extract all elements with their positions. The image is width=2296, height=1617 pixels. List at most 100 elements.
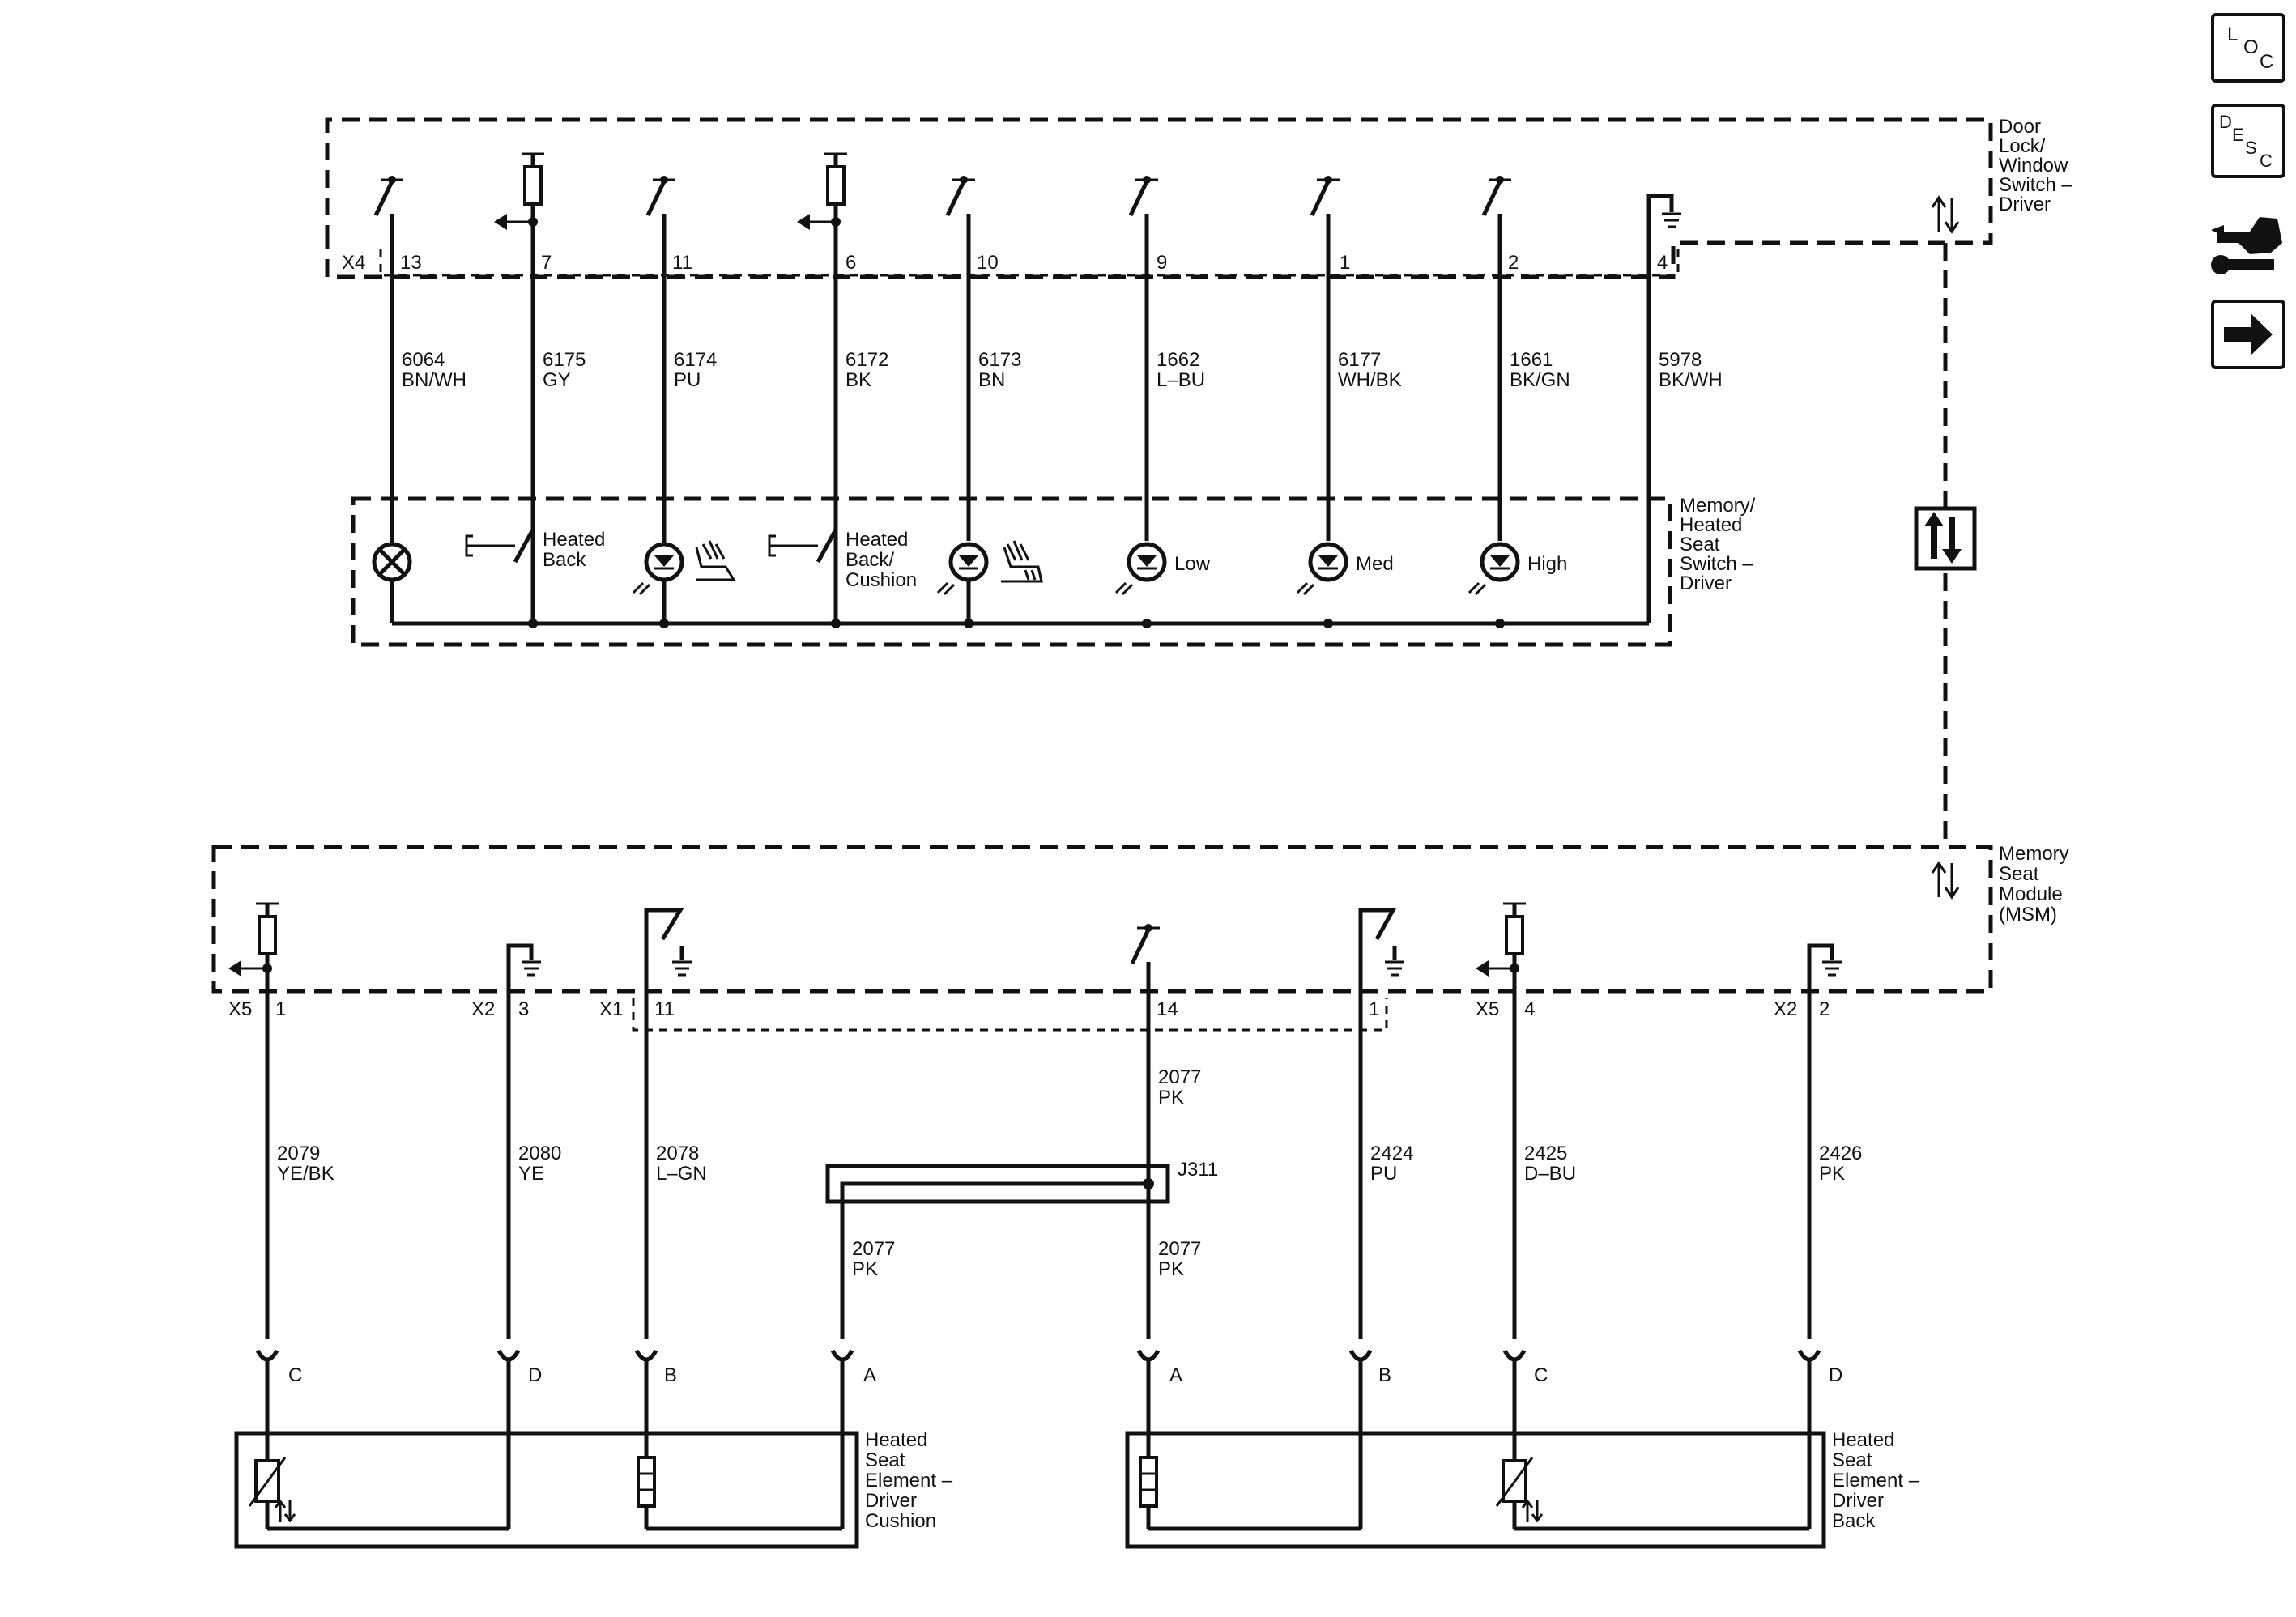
- connector-label: X2: [471, 998, 495, 1020]
- door-switch-name-2: Lock/: [1999, 135, 2046, 157]
- wire-color: PU: [674, 369, 701, 391]
- wire-circuit: 1661: [1510, 349, 1553, 371]
- desc-letter-4: C: [2260, 151, 2273, 171]
- msm-pins: X5 1 X2 3 X1 11 14 1 X5 4 X2 2: [228, 998, 1830, 1020]
- pin-label: 4: [1657, 252, 1668, 274]
- pin-label: 2: [1508, 252, 1519, 274]
- led-icon: [936, 542, 989, 623]
- memory-switch-name-3: Seat: [1680, 534, 1720, 555]
- wire-color: BN: [978, 369, 1005, 391]
- wire-circuit: 2426: [1819, 1143, 1862, 1164]
- heated-back-cushion-label-2: Back/: [846, 549, 894, 571]
- msm-name-2: Seat: [1999, 863, 2039, 885]
- pin-label: 10: [977, 252, 999, 274]
- low-side-driver-icon: [1358, 908, 1404, 991]
- thermistor-icon: [248, 1457, 296, 1523]
- serial-data-link: [1914, 243, 1977, 847]
- wire-color: PK: [1819, 1163, 1845, 1185]
- pin-label: 1: [275, 998, 286, 1020]
- led-icon: [632, 542, 684, 623]
- cushion-name-1: Heated: [865, 1429, 927, 1451]
- loc-button[interactable]: L O C: [2211, 13, 2285, 83]
- wire-color: PK: [852, 1258, 878, 1280]
- terminal-label: A: [863, 1364, 876, 1386]
- heated-back-label-1: Heated: [543, 529, 605, 551]
- ground-icon: [1807, 943, 1842, 991]
- connector-tool-icon[interactable]: [2211, 217, 2282, 274]
- wire-color: GY: [543, 369, 571, 391]
- bidirectional-data-icon: [1924, 512, 1962, 564]
- pin-label: 3: [518, 998, 529, 1020]
- desc-letter-3: S: [2245, 138, 2257, 158]
- desc-letter-2: E: [2232, 125, 2244, 145]
- door-switch-internals: [376, 152, 1681, 243]
- wire-circuit: 6172: [846, 349, 888, 371]
- next-arrow-button[interactable]: [2211, 300, 2285, 369]
- pin-label: 6: [846, 252, 856, 274]
- low-label: Low: [1174, 553, 1211, 575]
- serial-data-arrows-icon: [1931, 195, 1960, 234]
- ground-icon: [506, 943, 541, 991]
- door-switch-name-5: Driver: [1999, 194, 2051, 215]
- pullup-resistor-icon: [494, 152, 544, 230]
- door-switch-connector: X4: [342, 252, 365, 274]
- low-side-driver-icon: [644, 908, 692, 991]
- wire-color: L–GN: [656, 1163, 707, 1185]
- pin-label: 9: [1157, 252, 1167, 274]
- loc-letter-2: O: [2243, 36, 2259, 58]
- splice-name: J311: [1178, 1159, 1218, 1181]
- led-high-icon: High: [1467, 542, 1567, 596]
- connector-label: X5: [1476, 998, 1499, 1020]
- memory-switch-name-1: Memory/: [1680, 495, 1756, 517]
- pin-label: 11: [654, 998, 675, 1020]
- wire-circuit: 2077: [1158, 1238, 1201, 1260]
- door-switch-component: Door Lock/ Window Switch – Driver X4: [325, 116, 2072, 279]
- wire-color: PU: [1370, 1163, 1397, 1185]
- wire-color: BK: [846, 369, 871, 391]
- wire-circuit: 6174: [674, 349, 717, 371]
- desc-button[interactable]: D E S C: [2211, 104, 2285, 178]
- cushion-name-3: Element –: [865, 1470, 953, 1491]
- cushion-name-4: Driver: [865, 1490, 917, 1512]
- pin-label: 1: [1369, 998, 1379, 1020]
- pin-label: 2: [1819, 998, 1830, 1020]
- terminal-label: A: [1169, 1364, 1182, 1386]
- memory-switch-name-4: Switch –: [1680, 553, 1753, 575]
- wire-circuit: 2078: [656, 1143, 699, 1164]
- splice-j311: J311: [825, 1159, 1218, 1339]
- wire-circuit: 2079: [277, 1143, 320, 1164]
- back-name-1: Heated: [1832, 1429, 1894, 1451]
- wire-circuit: 5978: [1659, 349, 1702, 371]
- memory-seat-module-component: Memory Seat Module (MSM): [211, 843, 2069, 1032]
- wire-circuit: 6175: [543, 349, 586, 371]
- wire-color: BK/GN: [1510, 369, 1570, 391]
- cushion-name-5: Cushion: [865, 1510, 936, 1532]
- heated-back-cushion-switch-icon: Heated Back/ Cushion: [768, 528, 917, 623]
- pin-label: 13: [400, 252, 422, 274]
- pullup-resistor-icon: [1476, 902, 1526, 977]
- wire-color: PK: [1158, 1087, 1184, 1108]
- terminal-label: D: [1829, 1364, 1842, 1386]
- heated-back-label-2: Back: [543, 549, 586, 571]
- wire-color: BN/WH: [402, 369, 466, 391]
- terminal-label: B: [1378, 1364, 1391, 1386]
- msm-name-1: Memory: [1999, 843, 2069, 865]
- pin-label: 1: [1340, 252, 1350, 274]
- wire-color: WH/BK: [1338, 369, 1402, 391]
- med-label: Med: [1356, 553, 1394, 575]
- door-switch-name-3: Window: [1999, 155, 2068, 177]
- wire-color: BK/WH: [1659, 369, 1723, 391]
- terminal-label: D: [528, 1364, 542, 1386]
- terminal-label: C: [288, 1364, 302, 1386]
- door-switch-pins: 13 7 11 6 10 9 1 2 4: [400, 252, 1668, 274]
- loc-letter-1: L: [2227, 23, 2238, 45]
- ground-icon: [1646, 194, 1681, 243]
- connector-label: X2: [1774, 998, 1797, 1020]
- wire-circuit: 2077: [1158, 1066, 1201, 1088]
- terminal-label: C: [1534, 1364, 1548, 1386]
- desc-letter-1: D: [2219, 112, 2232, 132]
- lower-wires: J311: [265, 962, 1812, 1339]
- pin-label: 11: [672, 252, 692, 274]
- wire-color: D–BU: [1524, 1163, 1576, 1185]
- thermistor-icon: [1495, 1457, 1544, 1523]
